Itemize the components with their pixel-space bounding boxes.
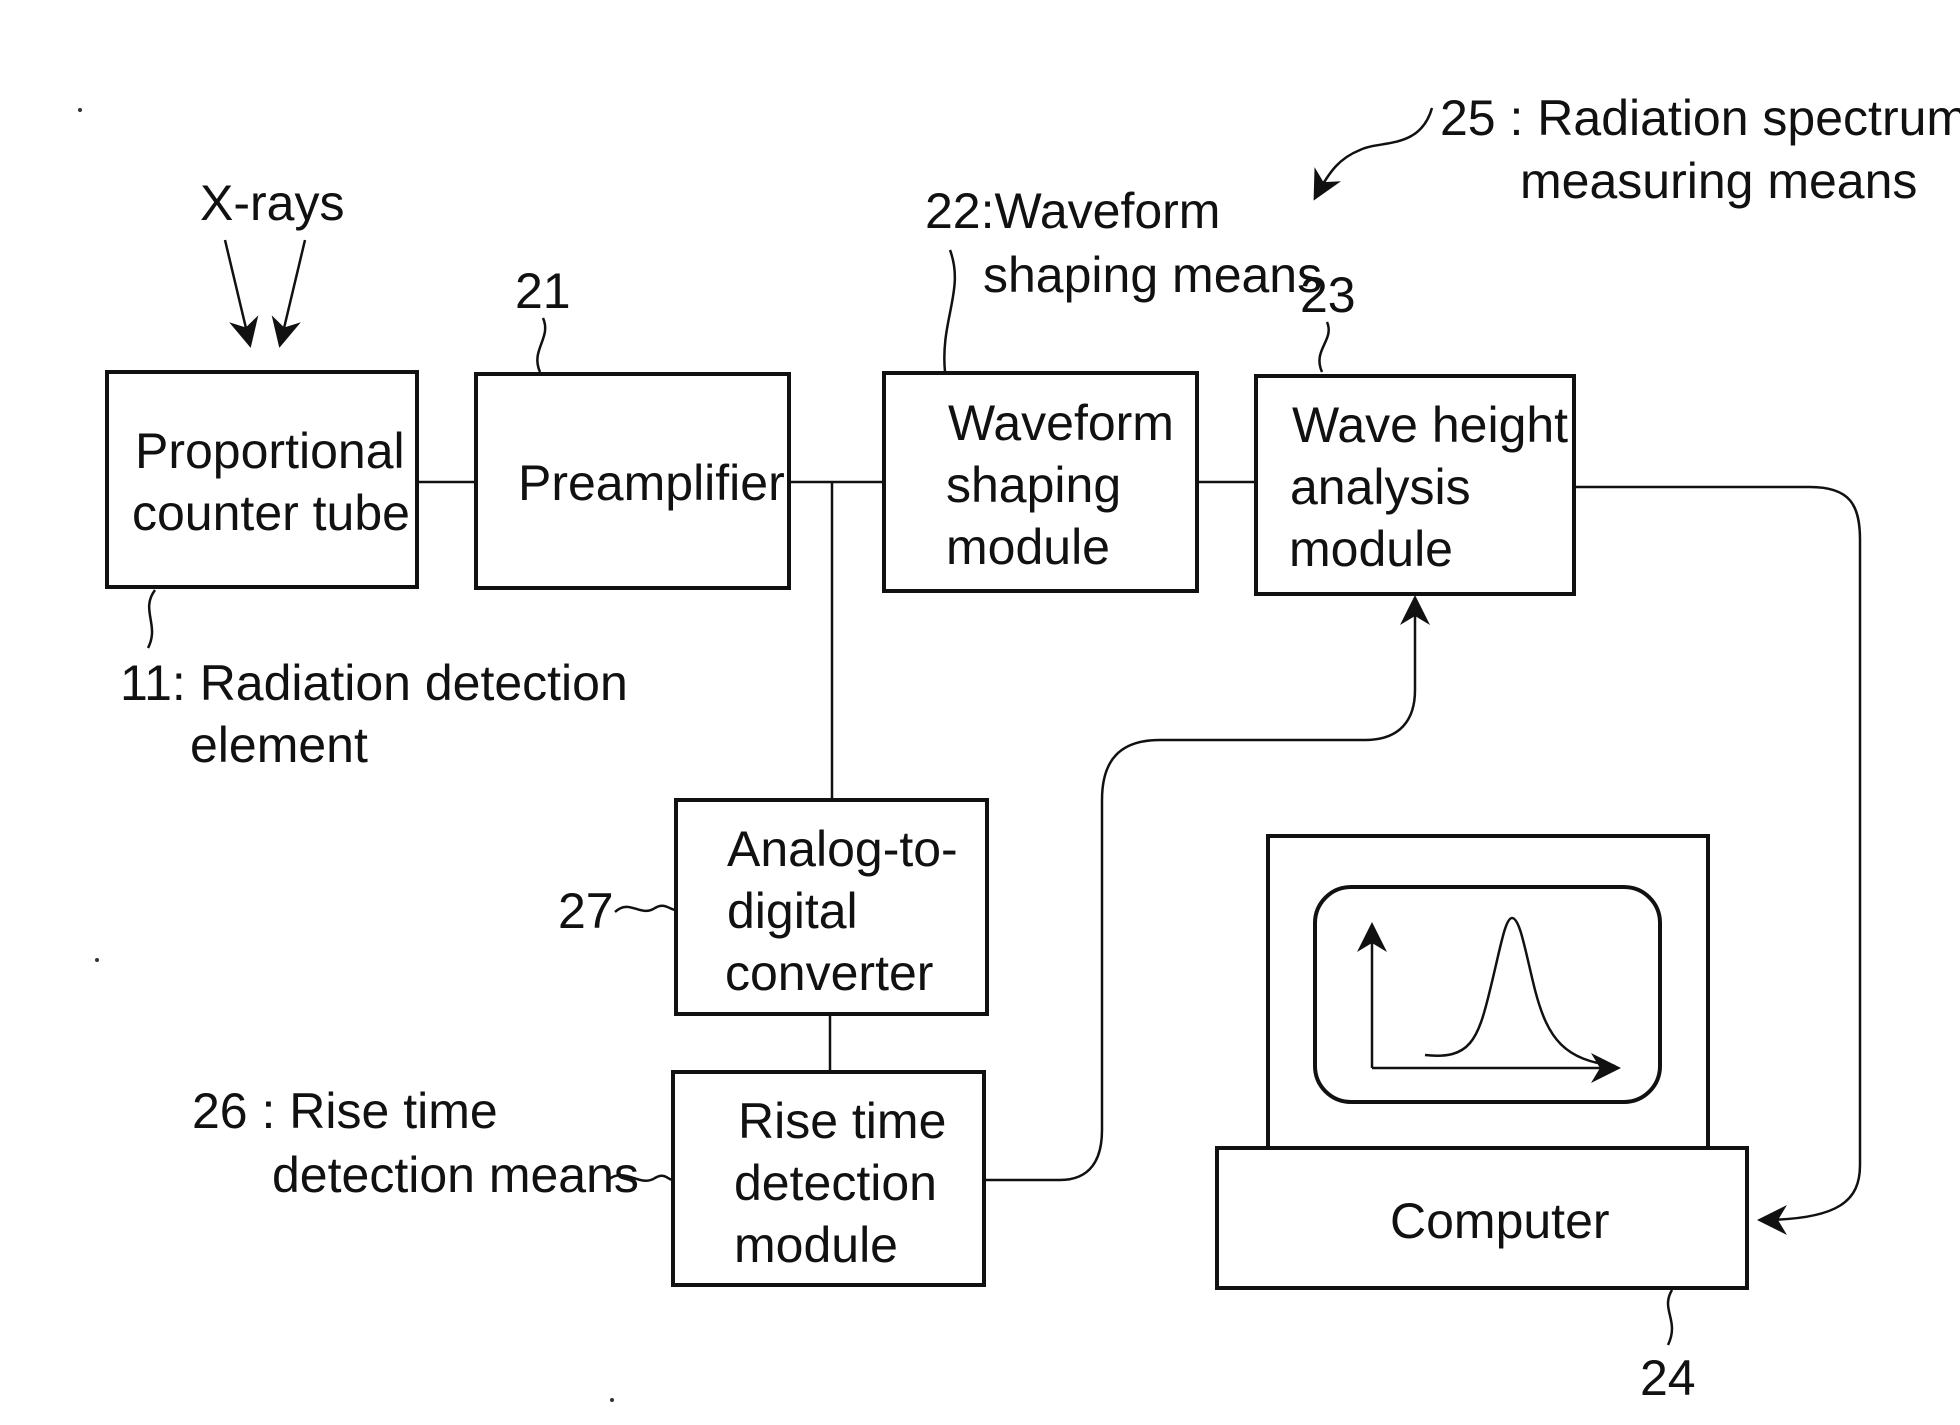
ref-24-leader — [1668, 1290, 1672, 1345]
ref-27-label: 27 — [558, 883, 614, 939]
svg-text:Wave height: Wave height — [1292, 397, 1568, 453]
ref-26-label: 26 : Rise time — [192, 1083, 498, 1139]
ref-11-label-line2: element — [190, 717, 368, 773]
wave-height-block: Wave height analysis module — [1256, 376, 1574, 594]
ref-11-leader — [148, 590, 155, 648]
rise-time-block: Rise time detection module — [673, 1072, 984, 1285]
ref-25-label: 25 : Radiation spectrum — [1440, 90, 1960, 146]
adc-block: Analog-to- digital converter — [676, 800, 987, 1014]
xray-arrow-left — [225, 240, 250, 345]
ref-27-leader — [615, 906, 676, 912]
counter-tube-block: Proportional counter tube — [107, 372, 417, 587]
svg-text:Analog-to-: Analog-to- — [727, 821, 958, 877]
svg-text:detection: detection — [734, 1155, 937, 1211]
svg-text:Rise time: Rise time — [738, 1093, 946, 1149]
ref-25-arrow — [1315, 108, 1432, 198]
ref-25-label-line2: measuring means — [1520, 153, 1917, 209]
ref-23-leader — [1319, 322, 1328, 372]
svg-text:shaping: shaping — [946, 457, 1121, 513]
ref-11-label: 11: Radiation detection — [120, 655, 628, 711]
ref-21-leader — [537, 318, 545, 372]
xrays-label: X-rays — [200, 175, 344, 231]
ref-26-label-line2: detection means — [272, 1147, 639, 1203]
preamplifier-block: Preamplifier — [476, 374, 789, 588]
svg-text:counter tube: counter tube — [132, 485, 410, 541]
svg-text:Preamplifier: Preamplifier — [518, 455, 785, 511]
ref-21-label: 21 — [515, 263, 571, 319]
xray-arrow-right — [280, 240, 305, 345]
ref-22-label-line2: shaping means — [983, 247, 1322, 303]
svg-text:module: module — [734, 1217, 898, 1273]
svg-text:Waveform: Waveform — [948, 395, 1174, 451]
speck — [78, 108, 82, 112]
svg-text:module: module — [1289, 521, 1453, 577]
svg-text:module: module — [946, 519, 1110, 575]
ref-22-leader — [944, 250, 955, 372]
ref-23-label: 23 — [1300, 267, 1356, 323]
svg-text:analysis: analysis — [1290, 459, 1471, 515]
speck — [610, 1398, 614, 1402]
svg-text:Computer: Computer — [1390, 1193, 1610, 1249]
svg-text:digital: digital — [727, 883, 858, 939]
svg-text:converter: converter — [725, 945, 933, 1001]
ref-22-label: 22:Waveform — [925, 183, 1220, 239]
speck — [95, 958, 99, 962]
computer-block: Computer — [1217, 1148, 1747, 1288]
waveform-shaping-block: Waveform shaping module — [884, 373, 1197, 591]
svg-text:Proportional: Proportional — [135, 423, 405, 479]
ref-24-label: 24 — [1640, 1350, 1696, 1406]
computer-monitor — [1268, 836, 1708, 1148]
